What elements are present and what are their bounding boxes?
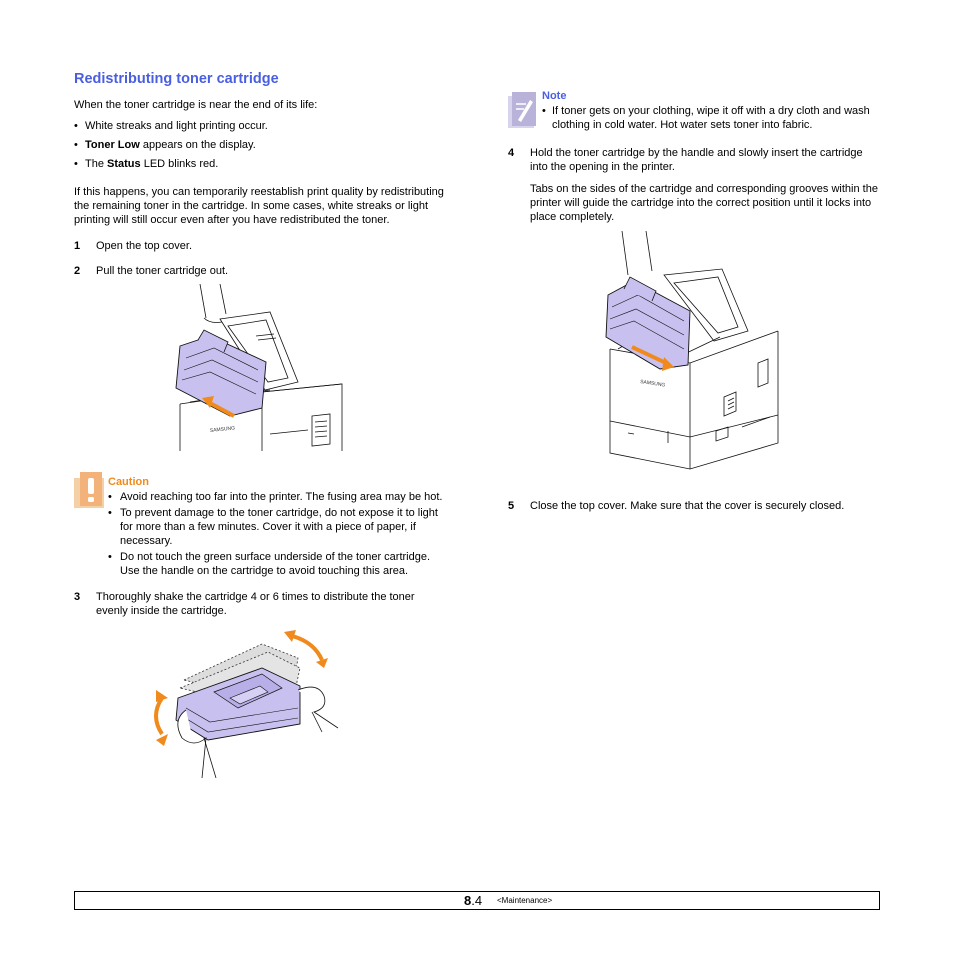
caution-title: Caution <box>108 476 149 488</box>
remove-cartridge-illustration: SAMSUNG <box>170 283 350 452</box>
left-column: Redistributing toner cartridge When the … <box>74 70 446 779</box>
step-5: 5 Close the top cover. Make sure that th… <box>508 500 845 512</box>
step-1: 1 Open the top cover. <box>74 240 193 252</box>
list-item: Avoid reaching too far into the printer.… <box>108 490 446 504</box>
chapter-label: <Maintenance> <box>497 896 553 905</box>
step-4-detail: Tabs on the sides of the cartridge and c… <box>530 183 878 223</box>
caution-box: Caution Avoid reaching too far into the … <box>74 472 446 578</box>
printer-brand-label: SAMSUNG <box>210 425 236 434</box>
caution-icon <box>74 472 104 508</box>
step-4: 4 Hold the toner cartridge by the handle… <box>508 147 878 223</box>
page-number: 8.4 <box>464 893 483 908</box>
note-icon <box>508 92 536 128</box>
printer-insert-illustration: SAMSUNG <box>605 230 779 470</box>
explanation-paragraph: If this happens, you can temporarily ree… <box>74 186 444 226</box>
intro-text: When the toner cartridge is near the end… <box>74 99 318 111</box>
list-item: To prevent damage to the toner cartridge… <box>108 506 446 548</box>
list-item: Toner Low appears on the display. <box>74 138 446 152</box>
insert-cartridge-illustration: SAMSUNG <box>604 230 784 471</box>
caution-list: Avoid reaching too far into the printer.… <box>108 490 446 578</box>
printer-open-illustration: SAMSUNG <box>175 283 343 451</box>
list-item: Do not touch the green surface underside… <box>108 550 446 578</box>
shake-cartridge-illustration <box>142 628 372 779</box>
list-item: White streaks and light printing occur. <box>74 119 446 133</box>
right-column: Note If toner gets on your clothing, wip… <box>508 90 878 524</box>
step-2: 2 Pull the toner cartridge out. <box>74 265 229 277</box>
note-box: Note If toner gets on your clothing, wip… <box>508 90 878 132</box>
note-list: If toner gets on your clothing, wipe it … <box>542 104 878 132</box>
list-item: The Status LED blinks red. <box>74 157 446 171</box>
page-footer: 8.4 <Maintenance> <box>74 891 880 910</box>
step-3: 3 Thoroughly shake the cartridge 4 or 6 … <box>74 591 415 617</box>
list-item: If toner gets on your clothing, wipe it … <box>542 104 878 132</box>
page-title: Redistributing toner cartridge <box>74 71 279 87</box>
hands-shaking-cartridge <box>154 630 339 779</box>
note-title: Note <box>542 90 567 102</box>
printer-brand-label: SAMSUNG <box>640 379 666 388</box>
symptom-list: White streaks and light printing occur. … <box>74 119 446 171</box>
